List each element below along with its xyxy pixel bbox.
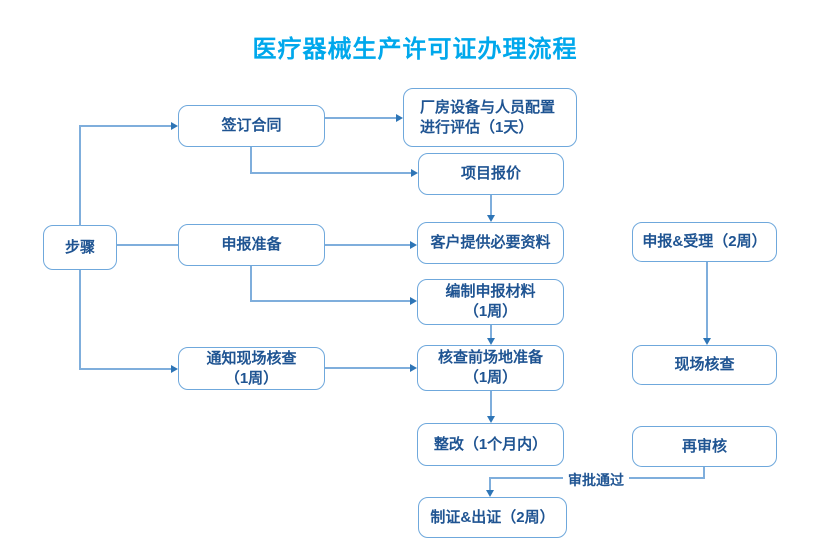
node-project-quote-label: 项目报价 <box>460 165 521 183</box>
node-sign-contract-label: 签订合同 <box>221 117 282 135</box>
arrowhead-into-site-prep-left <box>410 364 417 372</box>
connector-steps-to-notify-horizontal <box>79 368 171 370</box>
node-notify-inspection-line1: 通知现场核查 <box>206 349 297 367</box>
connector-compile-to-siteprep <box>490 325 492 339</box>
node-site-prep-line1: 核查前场地准备 <box>437 349 543 367</box>
node-declare-accept-label: 申报&受理（2周） <box>642 233 767 251</box>
arrowhead-into-project-quote <box>411 169 418 177</box>
arrowhead-into-compile-materials <box>410 297 417 305</box>
arrowhead-into-client-materials-left <box>410 241 417 249</box>
node-re-review-label: 再审核 <box>681 437 727 455</box>
node-factory-eval-line2: 进行评估（1天） <box>420 118 534 136</box>
node-issue-cert-label: 制证&出证（2周） <box>430 508 555 526</box>
connector-rereview-to-issue-vertical1 <box>703 467 705 478</box>
node-re-review: 再审核 <box>632 426 777 467</box>
arrowhead-into-notify-inspection <box>171 365 178 373</box>
edge-label-approval-passed: 审批通过 <box>563 470 629 490</box>
page-title: 医疗器械生产许可证办理流程 <box>252 36 578 63</box>
node-factory-eval-line1: 厂房设备与人员配置 <box>420 98 556 116</box>
node-client-materials-label: 客户提供必要资料 <box>430 234 551 252</box>
node-onsite-inspection-label: 现场核查 <box>674 356 735 374</box>
node-notify-inspection: 通知现场核查 （1周） <box>178 347 325 390</box>
connector-declare-to-compile-vertical <box>250 266 252 302</box>
connector-steps-to-sign-horizontal <box>79 125 171 127</box>
connector-sign-to-quote-vertical <box>250 147 252 174</box>
node-factory-eval: 厂房设备与人员配置 进行评估（1天） <box>403 88 577 147</box>
node-rectification-label: 整改（1个月内） <box>433 435 548 453</box>
arrowhead-into-factory-eval <box>396 114 403 122</box>
connector-declare-to-client <box>325 244 410 246</box>
node-declare-prep: 申报准备 <box>178 224 325 266</box>
connector-accept-to-onsite <box>706 262 708 339</box>
node-declare-accept: 申报&受理（2周） <box>632 222 777 262</box>
node-compile-materials-line1: 编制申报材料 <box>445 283 536 301</box>
node-steps-label: 步骤 <box>64 238 95 256</box>
node-project-quote: 项目报价 <box>418 153 564 195</box>
connector-quote-to-client <box>490 195 492 216</box>
node-notify-inspection-line2: （1周） <box>224 369 279 387</box>
arrowhead-into-issue-cert <box>486 490 494 497</box>
arrowhead-into-onsite-inspection <box>703 338 711 345</box>
node-compile-materials-line2: （1周） <box>463 303 518 320</box>
connector-steps-to-notify-vertical <box>79 270 81 370</box>
connector-siteprep-to-rectify <box>490 391 492 417</box>
node-rectification: 整改（1个月内） <box>417 423 564 466</box>
node-site-prep-line2: （1周） <box>463 369 518 386</box>
node-compile-materials: 编制申报材料 （1周） <box>417 279 564 325</box>
connector-steps-to-declare <box>117 244 178 246</box>
connector-notify-to-siteprep <box>325 367 410 369</box>
node-steps: 步骤 <box>43 225 117 270</box>
node-client-materials: 客户提供必要资料 <box>417 222 564 264</box>
node-site-prep: 核查前场地准备 （1周） <box>417 345 564 391</box>
node-issue-cert: 制证&出证（2周） <box>418 497 567 538</box>
connector-declare-to-compile-horizontal <box>250 300 410 302</box>
arrowhead-into-site-prep-top <box>487 338 495 345</box>
arrowhead-into-sign-contract <box>171 122 178 130</box>
connector-steps-to-sign-vertical <box>79 125 81 226</box>
connector-sign-to-factory <box>325 117 396 119</box>
node-onsite-inspection: 现场核查 <box>632 345 777 385</box>
node-sign-contract: 签订合同 <box>178 105 325 147</box>
arrowhead-into-client-materials <box>487 215 495 222</box>
arrowhead-into-rectification <box>487 416 495 423</box>
connector-sign-to-quote-horizontal <box>250 172 411 174</box>
node-declare-prep-label: 申报准备 <box>221 236 282 254</box>
connector-rereview-to-issue-vertical2 <box>489 479 491 491</box>
